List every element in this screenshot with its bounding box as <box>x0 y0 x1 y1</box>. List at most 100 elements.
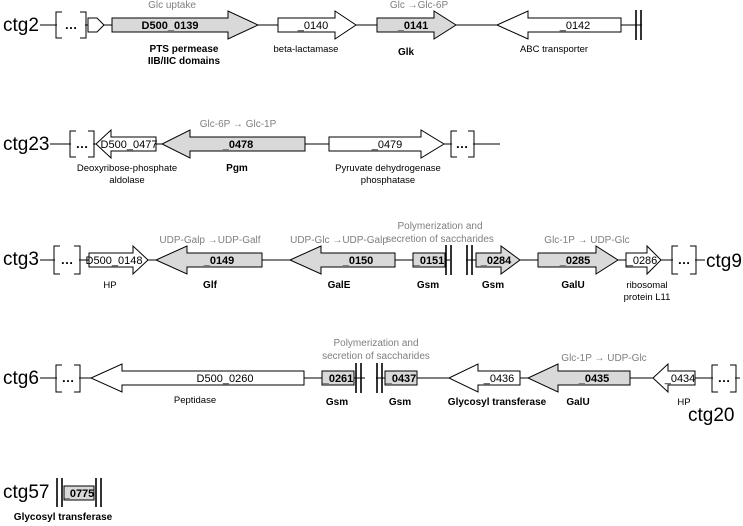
contig-ctg6: ctg6 … D500_0260 Peptidase _0261 Gsm <box>3 363 365 408</box>
gene-id: _0142 <box>559 20 591 32</box>
gene-arrow-d500-0139-main <box>111 10 260 40</box>
gene-arrow-d500-0260 <box>89 363 305 393</box>
gene-function: Gsm <box>326 397 348 408</box>
gene-function-line2: phosphatase <box>361 175 415 186</box>
contig-ctg23: ctg23 … D500_0477 Deoxyribose-phosphate … <box>3 119 500 186</box>
gap-ellipsis: … <box>456 136 469 151</box>
gene-id: _0479 <box>371 139 403 151</box>
gene-id: _0435 <box>578 373 610 385</box>
gene-id: _0151 <box>413 255 445 267</box>
contig-label: ctg2 <box>3 15 39 36</box>
gene-function: GalU <box>561 280 584 291</box>
gap-ellipsis: … <box>678 252 691 267</box>
gene-arrow-0140 <box>277 10 357 40</box>
gene-id: _0775 <box>63 488 95 500</box>
gene-function: Glycosyl transferase <box>448 397 547 408</box>
reaction-label: Glc-1P → UDP-Glc <box>544 235 629 246</box>
gene-arrow-0479 <box>328 129 445 159</box>
contig-label: ctg9 <box>706 251 742 272</box>
contig-label: ctg57 <box>3 482 49 503</box>
gene-id: _0285 <box>559 255 591 267</box>
gene-function: beta-lactamase <box>274 44 339 55</box>
gene-arrow-0478 <box>160 129 306 159</box>
gene-function: ABC transporter <box>520 44 588 55</box>
gene-id: _0150 <box>342 255 374 267</box>
gene-function: Peptidase <box>174 395 216 406</box>
gene-arrow-0435 <box>526 363 631 393</box>
gene-function: Gsm <box>417 280 439 291</box>
gene-function: Pyruvate dehydrogenase <box>335 163 441 174</box>
gene-function: Glf <box>203 280 218 291</box>
reaction-label: UDP-Galp →UDP-Galf <box>159 235 260 246</box>
gene-id: _0149 <box>203 255 235 267</box>
gap-bracket: … <box>55 364 81 393</box>
annotation-line2: secretion of saccharides <box>386 234 494 245</box>
gene-box-0775 <box>63 485 95 501</box>
gene-id: _0437 <box>385 373 417 385</box>
gene-function: HP <box>103 280 116 291</box>
contig-ctg3: ctg3 … D500_0148 HP _0149 UDP-Galp →UDP-… <box>3 235 452 291</box>
gene-id: D500_0260 <box>197 373 254 385</box>
gap-bracket: … <box>55 11 87 39</box>
gap-bracket: … <box>53 245 81 275</box>
contig-ctg57: ctg57 _0775 Glycosyl transferase <box>3 478 113 523</box>
gene-function: GalU <box>566 397 589 408</box>
gene-function: Gsm <box>389 397 411 408</box>
gap-ellipsis: … <box>61 252 74 267</box>
gene-arrow-0436 <box>447 363 521 393</box>
gene-function: ribosomal <box>626 280 667 291</box>
gene-arrow-0285 <box>537 245 619 275</box>
gene-box-0151 <box>412 252 446 268</box>
gene-arrow-0149 <box>154 245 263 275</box>
gene-id: D500_0477 <box>101 139 158 151</box>
gene-function: Glk <box>398 47 415 58</box>
gene-id: _0436 <box>483 373 515 385</box>
annotation-line1: Polymerization and <box>333 338 418 349</box>
annotation-line2: secretion of saccharides <box>322 351 430 362</box>
gene-function: GalE <box>328 280 351 291</box>
gene-id: _0140 <box>297 20 329 32</box>
gene-arrow-0284 <box>475 245 521 275</box>
gene-arrow-0150 <box>288 245 396 275</box>
gap-bracket: … <box>450 130 475 158</box>
gene-id: _0261 <box>322 373 354 385</box>
gene-function: HP <box>677 397 690 408</box>
reaction-label: Glc-6P → Glc-1P <box>200 119 277 130</box>
gene-function: Pgm <box>226 163 248 174</box>
gap-bracket: … <box>69 130 95 158</box>
contig-label: ctg3 <box>3 249 39 270</box>
gene-function: Gsm <box>482 280 504 291</box>
gene-arrow-d500-0477 <box>95 128 157 160</box>
gene-function-line2: aldolase <box>109 175 144 186</box>
contig-ctg20: _0437 Gsm _0436 Glycosyl transferase _04… <box>376 353 740 426</box>
contig-label: ctg6 <box>3 368 39 389</box>
gap-bracket: … <box>711 364 737 393</box>
reaction-label: Glc uptake <box>148 0 196 11</box>
gene-function-line2: IIB/IIC domains <box>148 56 221 67</box>
gap-bracket: … <box>671 245 697 275</box>
gene-id: _0478 <box>222 139 254 151</box>
gene-id: _0434 <box>664 373 696 385</box>
gap-ellipsis: … <box>65 17 78 32</box>
gene-id: _0286 <box>626 255 658 267</box>
contig-ctg9: _0284 Gsm _0285 Glc-1P → UDP-Glc GalU _0… <box>466 235 742 303</box>
reaction-label: Glc →Glc-6P <box>390 0 449 11</box>
contig-ctg2: ctg2 … D500_0139 Glc uptake PTS permease… <box>3 0 743 67</box>
reaction-label: Glc-1P → UDP-Glc <box>561 353 646 364</box>
gene-box-0261 <box>321 370 355 386</box>
gene-function: PTS permease <box>150 44 219 55</box>
gap-ellipsis: … <box>718 370 731 385</box>
gene-id: D500_0139 <box>142 20 199 32</box>
gap-ellipsis: … <box>62 370 75 385</box>
gene-function: Deoxyribose-phosphate <box>77 163 177 174</box>
gene-arrow-0141 <box>376 10 457 40</box>
gene-id: _0141 <box>397 20 429 32</box>
gene-id: _0284 <box>480 255 512 267</box>
gap-ellipsis: … <box>76 136 89 151</box>
gene-arrow-d500-0139 <box>87 17 105 33</box>
gene-function: Glycosyl transferase <box>14 512 113 523</box>
reaction-label: UDP-Glc →UDP-Galp <box>290 235 388 246</box>
gene-box-0437 <box>384 370 418 386</box>
annotation-line1: Polymerization and <box>397 221 482 232</box>
